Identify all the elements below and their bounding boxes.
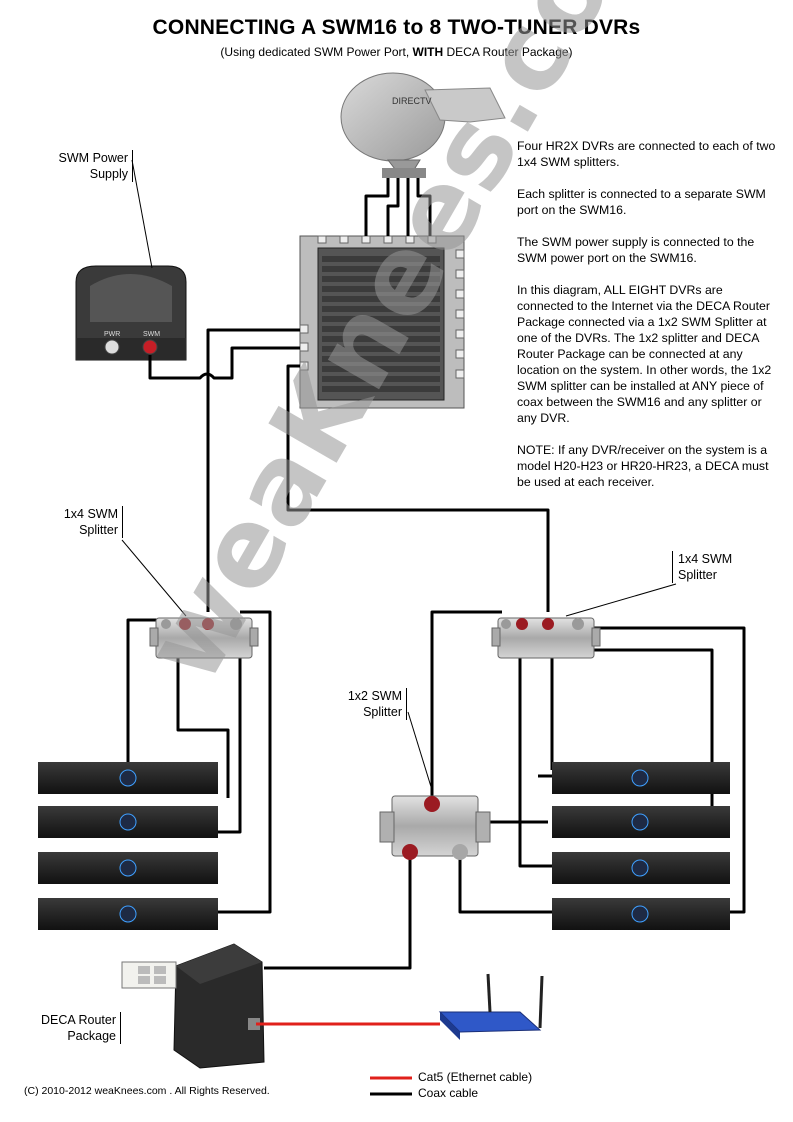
dvr-icon: [38, 762, 218, 794]
note-paragraph: NOTE: If any DVR/receiver on the system …: [517, 443, 769, 489]
label-deca-router: DECA Router Package: [26, 1012, 121, 1044]
wall-outlet-icon: [121, 961, 177, 989]
label-splitter-right: 1x4 SWM Splitter: [672, 551, 758, 583]
splitter-1x2-icon: [379, 795, 491, 860]
copyright: (C) 2010-2012 weaKnees.com . All Rights …: [24, 1085, 270, 1097]
label-line: SWM Power: [58, 151, 128, 165]
dvr-icon: [552, 762, 730, 794]
svg-text:PWR: PWR: [104, 331, 120, 338]
svg-text:DIRECTV: DIRECTV: [392, 96, 432, 106]
splitter-left-icon: [149, 617, 259, 659]
satellite-dish-icon: DIRECTV: [340, 72, 506, 178]
label-line: 1x2 SWM: [347, 689, 402, 703]
dvr-left-group: [38, 762, 218, 930]
svg-text:SWM: SWM: [143, 331, 160, 338]
dvr-right-group: [552, 762, 730, 930]
label-line: DECA Router: [40, 1013, 116, 1027]
dvr-icon: [552, 898, 730, 930]
subtitle-text-2: DECA Router Package): [443, 45, 573, 59]
dvr-icon: [38, 852, 218, 884]
label-splitter-left: 1x4 SWM Splitter: [40, 506, 123, 538]
note-paragraph: Four HR2X DVRs are connected to each of …: [517, 139, 776, 169]
dvr-icon: [552, 806, 730, 838]
label-line: Splitter: [678, 568, 717, 582]
swm16-icon: [299, 235, 465, 409]
label-splitter-1x2: 1x2 SWM Splitter: [330, 688, 407, 720]
deca-router-icon: [173, 943, 265, 1069]
legend-cat5-label: Cat5 (Ethernet cable): [418, 1070, 533, 1084]
swm-power-supply-icon: PWR SWM: [75, 265, 187, 361]
label-line: Package: [67, 1029, 116, 1043]
dvr-icon: [552, 852, 730, 884]
page-subtitle: (Using dedicated SWM Power Port, WITH DE…: [0, 45, 793, 59]
subtitle-text-1: (Using dedicated SWM Power Port,: [220, 45, 413, 59]
label-line: Splitter: [363, 705, 402, 719]
label-line: 1x4 SWM: [63, 507, 118, 521]
dvr-icon: [38, 898, 218, 930]
note-paragraph: The SWM power supply is connected to the…: [517, 235, 755, 265]
note-paragraph: Each splitter is connected to a separate…: [517, 187, 766, 217]
legend-coax-label: Coax cable: [418, 1086, 479, 1100]
splitter-right-icon: [491, 617, 601, 659]
label-line: 1x4 SWM: [678, 552, 733, 566]
page-title: CONNECTING A SWM16 to 8 TWO-TUNER DVRs: [152, 16, 641, 39]
label-line: Supply: [89, 167, 128, 181]
subtitle-text-bold: WITH: [412, 45, 444, 59]
label-line: Splitter: [79, 523, 118, 537]
note-paragraph: In this diagram, ALL EIGHT DVRs are conn…: [517, 283, 772, 425]
dvr-icon: [38, 806, 218, 838]
label-swm-power-supply: SWM Power Supply: [36, 150, 133, 182]
wireless-router-icon: [438, 973, 544, 1040]
description-notes: Four HR2X DVRs are connected to each of …: [517, 138, 779, 506]
